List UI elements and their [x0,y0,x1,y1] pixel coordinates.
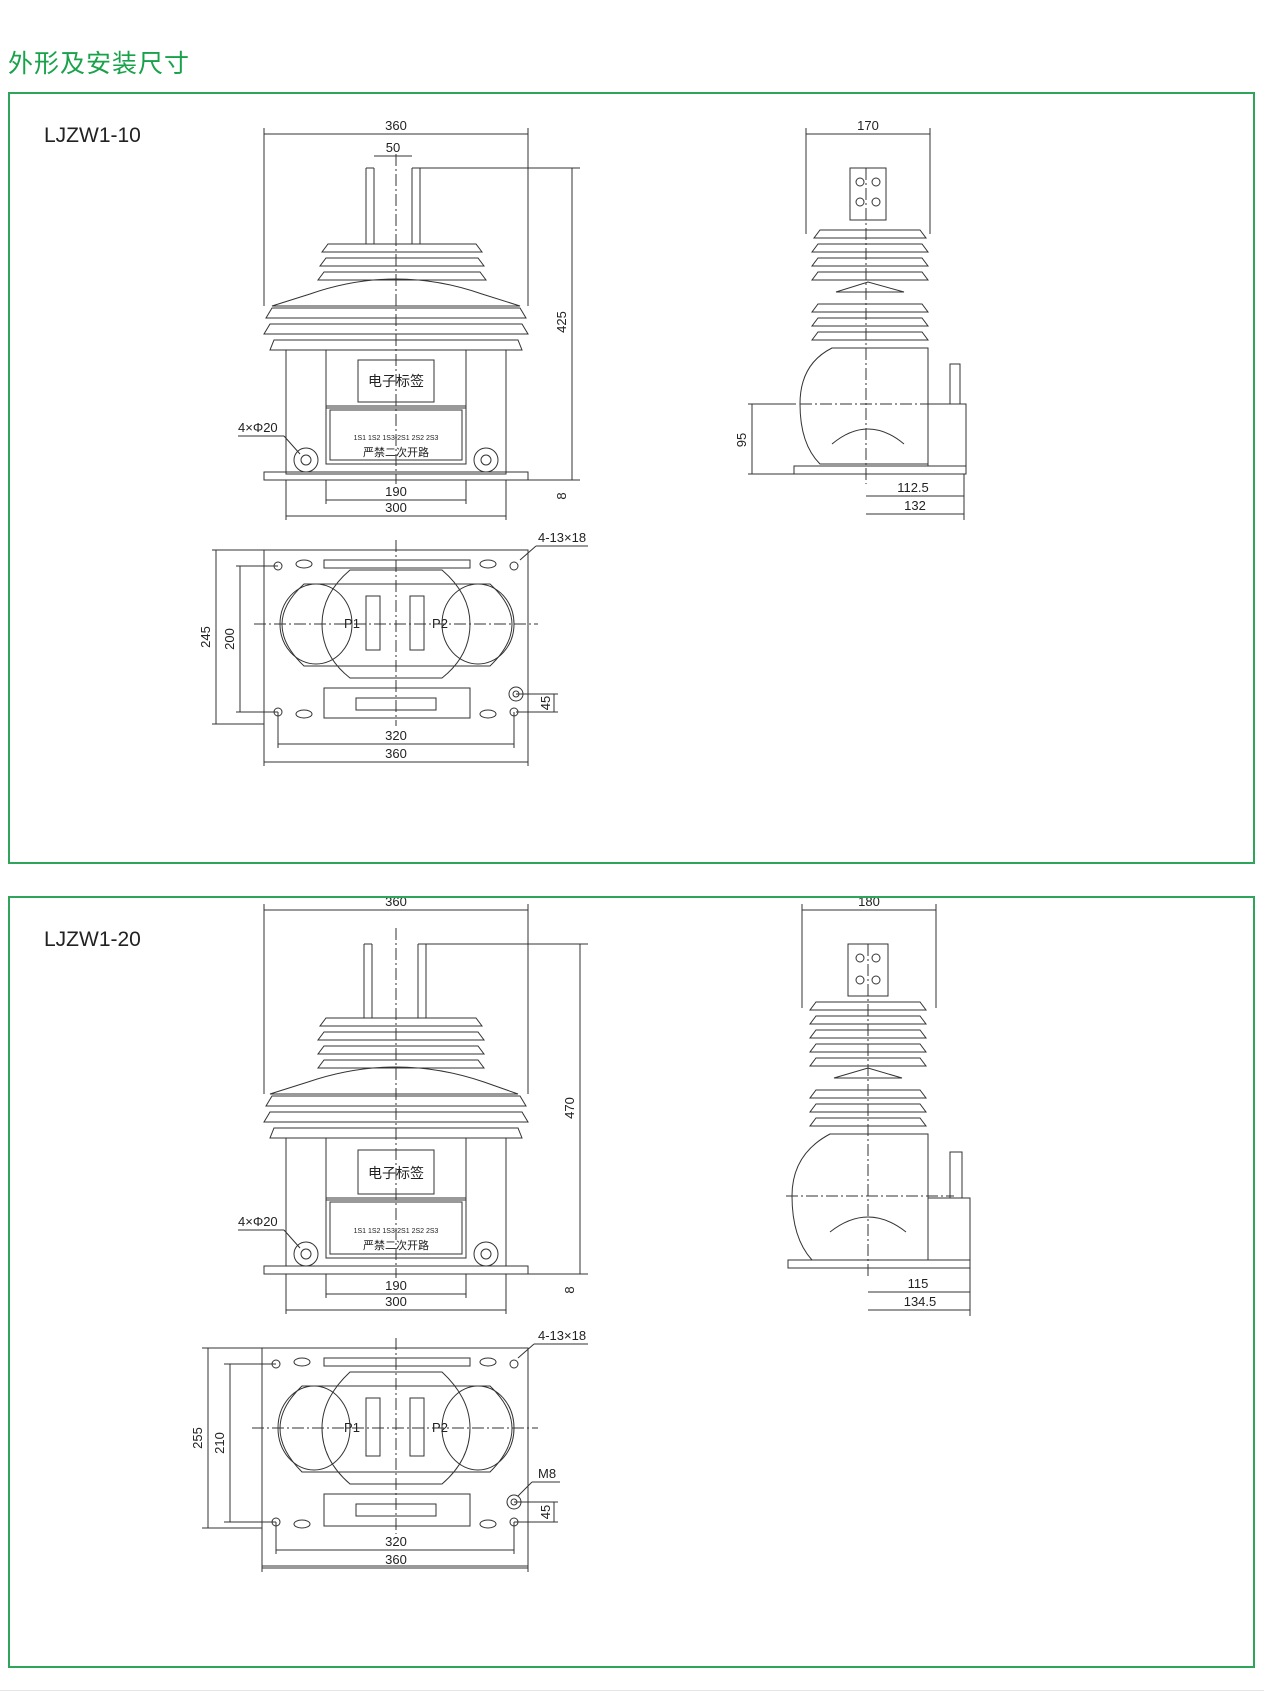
footer-divider [0,1690,1264,1691]
dim-slots: 4-13×18 [538,530,586,545]
dim-ground: M8 [538,1466,556,1481]
side-view [748,128,967,520]
dim-side-width: 170 [857,118,879,133]
dim-base-thick: 8 [562,1286,577,1293]
dim-base-thick: 8 [554,492,569,499]
warning-text: 严禁二次开路 [363,445,429,459]
dim-side-depth: 132 [904,498,926,513]
base-view [202,1338,588,1572]
label-p1: P1 [344,1420,360,1435]
dim-hole-span: 320 [385,728,407,743]
dim-inner-width: 190 [385,1278,407,1293]
side-view [786,904,971,1316]
dim-side-width: 180 [858,898,880,909]
dim-width-top: 360 [385,118,407,133]
dim-side-depth: 134.5 [904,1294,937,1309]
front-view [238,904,588,1314]
dim-inner-h: 210 [212,1432,227,1454]
base-view [212,540,588,766]
drawing-panel-ljzw1-20: LJZW1-20 [8,896,1255,1668]
dim-side-offset: 112.5 [897,480,929,495]
drawing-panel-ljzw1-10: LJZW1-10 [8,92,1255,864]
dimension-labels: 360 50 425 8 4×Φ20 190 300 电子标签 1S1 1S2 … [198,118,929,761]
dim-height: 425 [554,311,569,333]
dim-width-top: 360 [385,898,407,909]
dim-outer-h: 245 [198,626,213,648]
label-p1: P1 [344,616,360,631]
label-p2: P2 [432,1420,448,1435]
dim-hole-span: 320 [385,1534,407,1549]
dim-outer-w: 360 [385,1552,407,1567]
page-title: 外形及安装尺寸 [8,49,191,78]
dimension-labels: 360 470 8 4×Φ20 190 300 电子标签 1S1 1S2 1S3… [190,898,936,1567]
technical-drawing: 360 470 8 4×Φ20 190 300 电子标签 1S1 1S2 1S3… [190,898,971,1572]
dim-side-offset: 115 [908,1276,929,1291]
dim-inner-width: 190 [385,484,407,499]
dim-mount-holes: 4×Φ20 [238,1214,278,1229]
warning-text: 严禁二次开路 [363,1238,429,1252]
dim-slots: 4-13×18 [538,1328,586,1343]
dim-outer-h: 255 [190,1427,205,1449]
label-box: 电子标签 [368,1165,424,1181]
dim-inner-h: 200 [222,628,237,650]
terminal-labels: 1S1 1S2 1S3-2S1 2S2 2S3 [354,1228,439,1235]
label-box: 电子标签 [368,373,424,389]
model-name: LJZW1-20 [44,928,141,951]
dim-base-width: 300 [385,500,407,515]
dim-edge: 45 [538,1505,553,1519]
dim-base-width: 300 [385,1294,407,1309]
dim-terminal-gap: 50 [386,140,400,155]
dim-edge: 45 [538,696,553,710]
terminal-labels: 1S1 1S2 1S3-2S1 2S2 2S3 [354,435,439,442]
dim-height: 470 [562,1097,577,1119]
model-name: LJZW1-10 [44,124,141,147]
technical-drawing: 360 50 425 8 4×Φ20 190 300 电子标签 1S1 1S2 … [198,118,967,766]
dim-side-height-mark: 95 [734,433,749,447]
dim-mount-holes: 4×Φ20 [238,420,278,435]
dim-outer-w: 360 [385,746,407,761]
front-view [238,128,580,520]
label-p2: P2 [432,616,448,631]
